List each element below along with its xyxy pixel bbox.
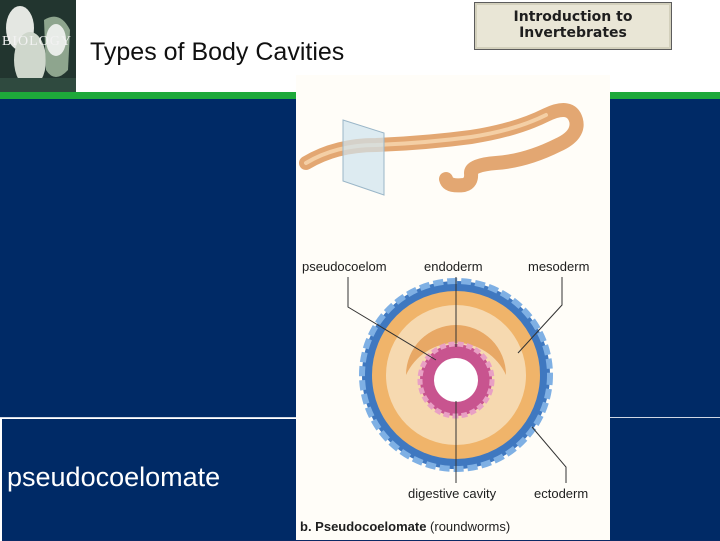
label-mesoderm: mesoderm: [528, 259, 589, 274]
leader-pseudocoelom: [347, 277, 437, 361]
leader-ectoderm: [531, 426, 567, 483]
figure-caption: b. Pseudocoelomate (roundworms): [300, 519, 510, 534]
term-label: pseudocoelomate: [7, 462, 221, 492]
cross-section-plane: [342, 119, 385, 196]
book-cover-title: BIOLOGY: [2, 34, 72, 49]
cross-section: [359, 278, 553, 472]
course-badge-text: Introduction to Invertebrates: [513, 9, 633, 41]
slide-header: BIOLOGY Types of Body Cavities Introduct…: [0, 0, 720, 92]
pseudocoelomate-figure: pseudocoelom endoderm mesoderm: [296, 75, 610, 540]
book-cover-art: [0, 0, 76, 92]
label-digestive-cavity: digestive cavity: [408, 486, 497, 501]
figure-illustration: pseudocoelom endoderm mesoderm: [299, 103, 589, 501]
caption-rest: (roundworms): [426, 519, 511, 534]
book-cover-image: BIOLOGY: [0, 0, 76, 92]
label-endoderm: endoderm: [424, 259, 483, 274]
term-box: [0, 418, 302, 541]
roundworm-highlight: [304, 113, 548, 165]
label-ectoderm: ectoderm: [534, 486, 588, 501]
page-title: Types of Body Cavities: [90, 38, 345, 66]
mesoderm-shading: [406, 325, 506, 375]
leader-mesoderm: [517, 277, 563, 354]
course-badge: Introduction to Invertebrates: [474, 2, 672, 50]
caption-bold: b. Pseudocoelomate: [300, 519, 427, 534]
label-pseudocoelom: pseudocoelom: [302, 259, 387, 274]
digestive-cavity: [434, 358, 478, 402]
leader-lines: [347, 277, 567, 483]
